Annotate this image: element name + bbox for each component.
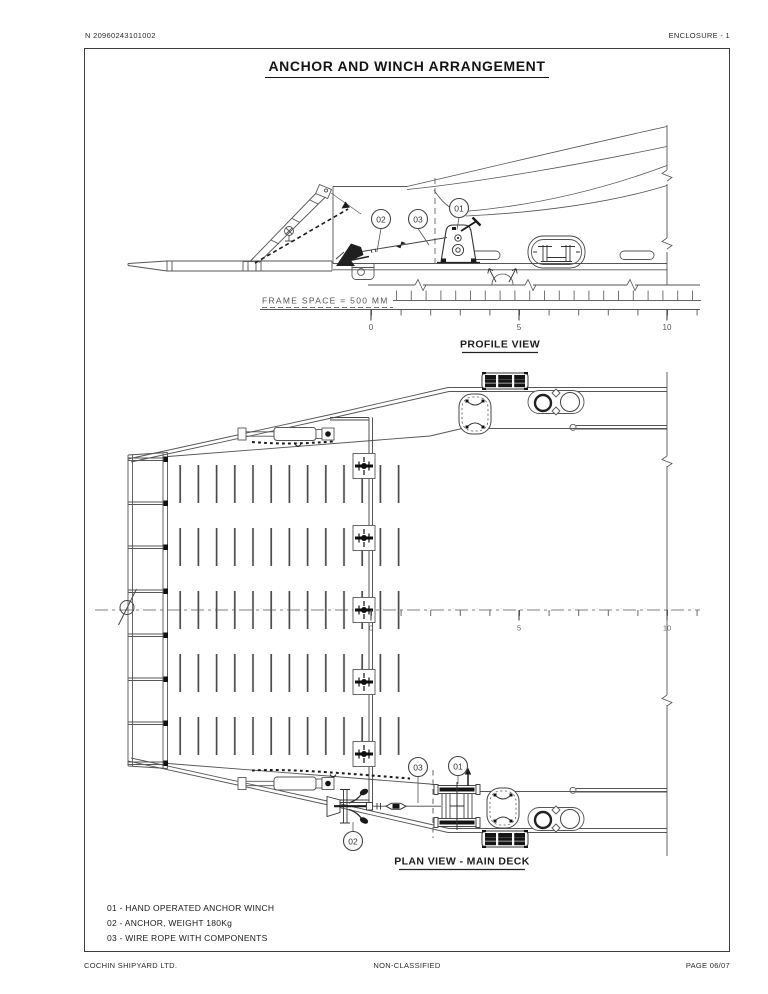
deck-chain-top xyxy=(251,440,334,445)
hatch-bollard-profile xyxy=(527,235,586,269)
hull-profile xyxy=(332,125,700,292)
bow-ramp-plan xyxy=(127,452,168,769)
scale-0: 0 xyxy=(369,323,374,332)
plan-view-label: PLAN VIEW - MAIN DECK xyxy=(394,856,530,871)
bow-ramp-profile xyxy=(127,260,333,272)
callout-03-label: 03 xyxy=(413,214,423,224)
anchor-winch-profile xyxy=(437,216,482,264)
chain-fall xyxy=(254,201,350,264)
plan-scale-0: 0 xyxy=(369,624,373,633)
footer-company: COCHIN SHIPYARD LTD. xyxy=(84,961,178,970)
scale-5: 5 xyxy=(517,323,522,332)
wire-rope-profile xyxy=(361,237,448,254)
davit-boom xyxy=(249,183,362,263)
bollard-top xyxy=(526,387,586,417)
hatch-top xyxy=(458,393,492,435)
doc-number: N 20960243101002 xyxy=(85,31,156,40)
callout-leaders-profile xyxy=(376,217,460,252)
grating-bottom xyxy=(481,829,529,849)
svg-text:PROFILE VIEW: PROFILE VIEW xyxy=(460,339,540,351)
ramp-cylinder-top xyxy=(237,427,335,441)
plan-scale-5: 5 xyxy=(517,624,521,633)
callout-01-label: 01 xyxy=(454,203,464,213)
profile-view-label: PROFILE VIEW xyxy=(460,339,540,354)
scale-10: 10 xyxy=(663,323,672,332)
frame-space-note: FRAME SPACE = 500 MM xyxy=(262,290,701,308)
legend: 01 - HAND OPERATED ANCHOR WINCH 02 - ANC… xyxy=(107,901,274,946)
callout-02-plan: 02 xyxy=(342,830,364,852)
sheet-border xyxy=(84,48,730,952)
grating-top xyxy=(481,371,529,391)
chain-hook-top xyxy=(294,443,302,447)
callout-01-plan: 01 xyxy=(447,755,469,777)
svg-text:FRAME SPACE = 500 MM: FRAME SPACE = 500 MM xyxy=(262,296,389,306)
anchor-winch-plan xyxy=(433,767,481,830)
callout-02-label: 02 xyxy=(348,836,358,846)
enclosure-label: ENCLOSURE - 1 xyxy=(668,31,730,40)
callout-02-profile: 02 xyxy=(370,208,392,230)
legend-item-01: 01 - HAND OPERATED ANCHOR WINCH xyxy=(107,903,275,913)
profile-view-drawing: 02 03 01 FRAME SPACE = 500 MM 0 5 10 PRO… xyxy=(127,125,704,354)
hatch-bottom xyxy=(486,787,520,829)
callout-leaders-plan xyxy=(352,775,459,832)
deck-chain-bottom xyxy=(251,769,411,780)
bollard-bottom xyxy=(526,804,586,834)
anchor-plan xyxy=(326,788,373,824)
callout-03-profile: 03 xyxy=(407,208,429,230)
callout-03-plan: 03 xyxy=(407,756,429,778)
callout-02-label: 02 xyxy=(376,214,386,224)
legend-item-02: 02 - ANCHOR, WEIGHT 180Kg xyxy=(107,918,233,928)
under-deck-davit xyxy=(487,268,518,285)
callout-01-profile: 01 xyxy=(448,197,470,219)
plan-view-drawing: 0 5 10 xyxy=(95,371,704,871)
callout-03-label: 03 xyxy=(413,762,423,772)
chain-hook-bottom xyxy=(329,774,337,778)
plan-scale-10: 10 xyxy=(663,624,671,633)
legend-item-03: 03 - WIRE ROPE WITH COMPONENTS xyxy=(107,933,268,943)
anchor-profile xyxy=(335,243,370,266)
page-title-text: ANCHOR AND WINCH ARRANGEMENT xyxy=(265,58,549,78)
svg-text:PLAN VIEW - MAIN DECK: PLAN VIEW - MAIN DECK xyxy=(394,856,530,868)
scale-bar-plan: 0 5 10 xyxy=(369,610,704,633)
ramp-end-bracket xyxy=(351,263,375,280)
footer-page-number: PAGE 06/07 xyxy=(685,961,730,970)
page-title: ANCHOR AND WINCH ARRANGEMENT xyxy=(84,58,730,78)
scale-bar-profile: 0 5 10 xyxy=(260,309,704,332)
callout-01-label: 01 xyxy=(453,761,463,771)
wire-rope-plan xyxy=(373,802,441,810)
footer-classification: NON-CLASSIFIED xyxy=(373,961,441,970)
centerline-symbol xyxy=(118,588,137,626)
